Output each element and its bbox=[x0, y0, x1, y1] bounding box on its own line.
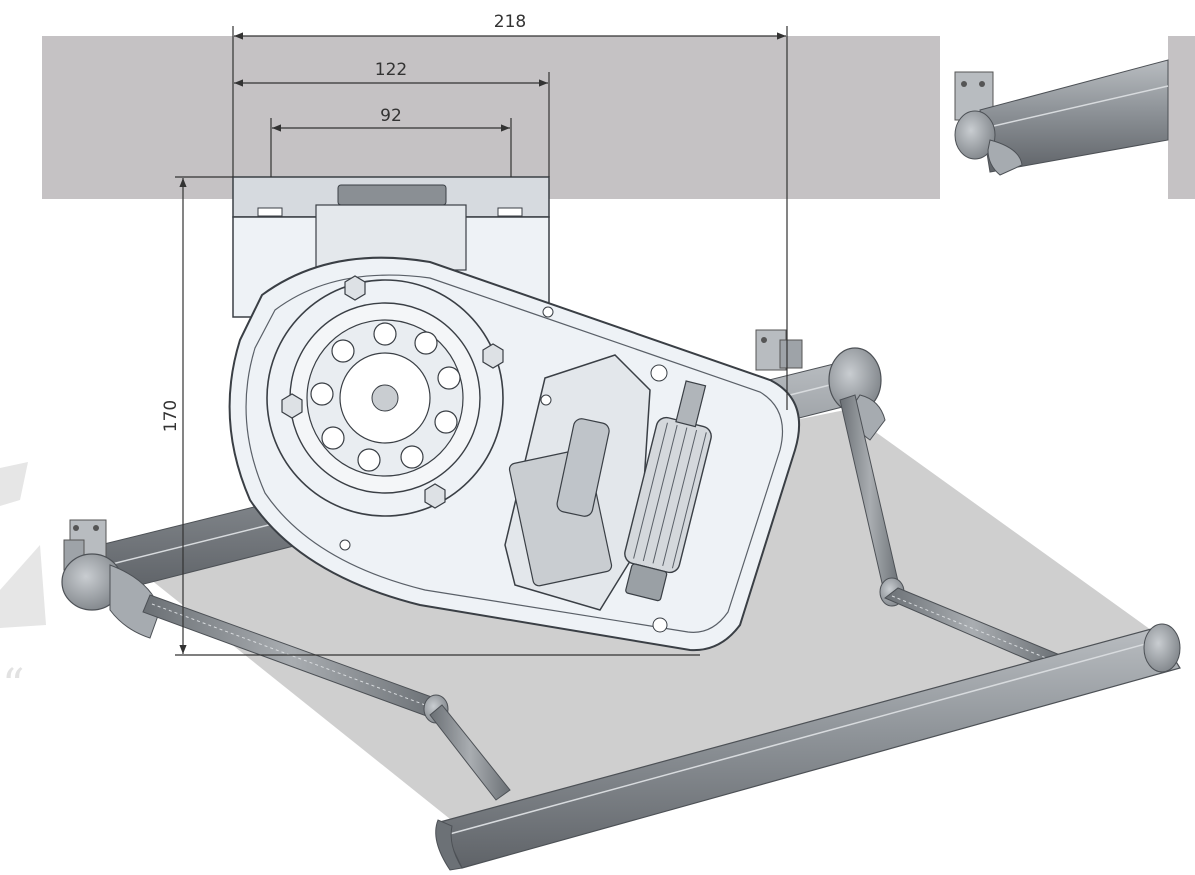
dimension-lines bbox=[175, 26, 788, 656]
dim-label-mount-spacing: 92 bbox=[380, 106, 402, 126]
svg-text:“: “ bbox=[2, 660, 25, 711]
gearbox-cross-section bbox=[228, 176, 801, 652]
hex-nuts bbox=[281, 275, 504, 509]
dim-label-bracket-width: 122 bbox=[375, 60, 407, 80]
wall-section-right bbox=[1168, 36, 1195, 199]
dim-label-height: 170 bbox=[161, 400, 181, 432]
left-folding-arm bbox=[142, 594, 511, 801]
gear-bolt-holes bbox=[310, 322, 461, 472]
left-end-cap bbox=[61, 519, 161, 639]
drive-roller bbox=[624, 380, 712, 602]
main-gear bbox=[266, 279, 504, 517]
watermark-fragment: “ bbox=[0, 462, 46, 711]
front-bar bbox=[435, 623, 1181, 871]
wall-section-main bbox=[42, 36, 940, 199]
inset-cassette-thumbnail bbox=[954, 59, 1169, 176]
dim-label-overall-width: 218 bbox=[494, 12, 526, 32]
